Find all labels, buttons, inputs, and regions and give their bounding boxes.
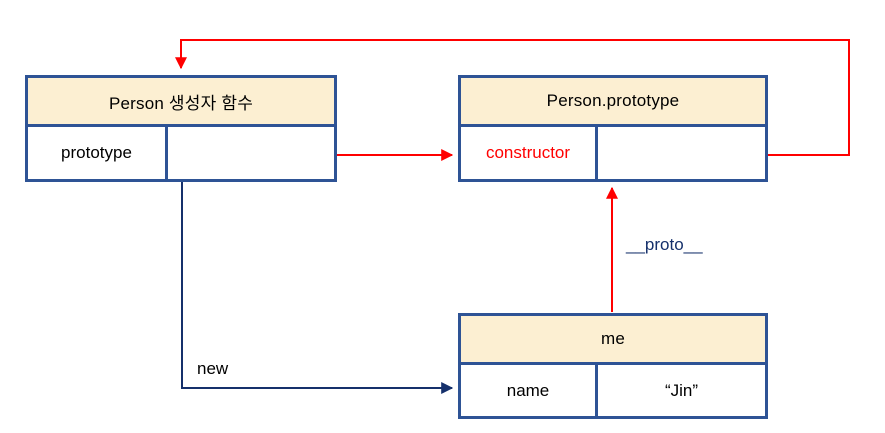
- node-prototype-row-constructor[interactable]: constructor: [461, 127, 765, 179]
- node-prototype-header: Person.prototype: [461, 78, 765, 127]
- edge-label-proto: __proto__: [626, 235, 703, 254]
- node-person-header: Person 생성자 함수: [28, 78, 334, 127]
- node-person-cell-key-prototype: prototype: [28, 127, 168, 179]
- edge-label-new: new: [197, 359, 229, 378]
- node-prototype-cell-value-constructor: [598, 127, 765, 179]
- node-me-header: me: [461, 316, 765, 365]
- node-me-cell-value-name: “Jin”: [664, 381, 699, 400]
- node-person-prototype[interactable]: Person.prototype constructor: [458, 75, 768, 182]
- node-me-row-name[interactable]: name “Jin”: [461, 365, 765, 417]
- node-person-cell-value-prototype: [168, 127, 334, 179]
- node-me-instance[interactable]: me name “Jin”: [458, 313, 768, 419]
- node-person-constructor-function[interactable]: Person 생성자 함수 prototype: [25, 75, 337, 182]
- node-prototype-cell-key-constructor: constructor: [461, 127, 598, 179]
- edge-person-new-to-me: [181, 181, 454, 394]
- node-me-cell-key-name: name: [461, 365, 598, 417]
- node-person-row-prototype[interactable]: prototype: [28, 127, 334, 179]
